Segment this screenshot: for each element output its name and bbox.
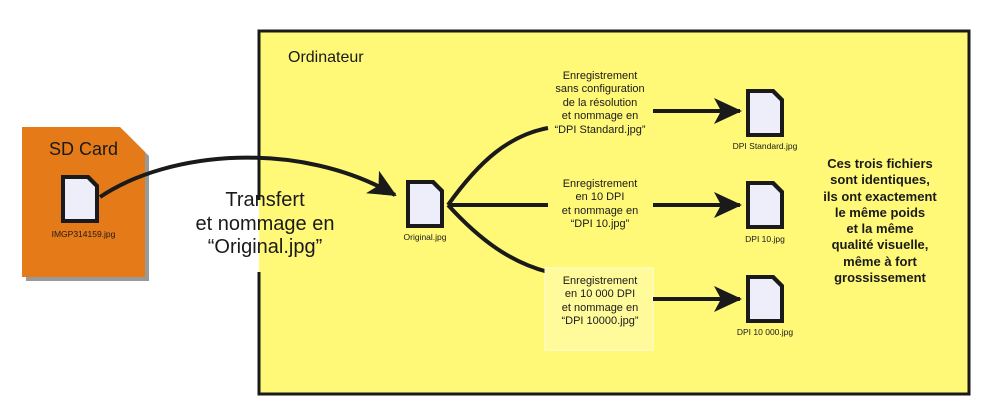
conclusion-line: qualité visuelle,: [831, 237, 929, 253]
label-line: et nommage en: [561, 110, 639, 123]
label-line: sans configuration: [555, 83, 645, 96]
label-line: en 10 DPI: [575, 191, 625, 204]
dpi-standard-file-icon: [746, 89, 784, 137]
label-line: “DPI 10000.jpg”: [561, 315, 639, 328]
conclusion-line: et la même: [846, 221, 914, 236]
transfer-arrow: [98, 155, 397, 199]
branch-3-label-box: [544, 267, 654, 351]
transfer-label: Transfert et nommage en “Original.jpg”: [180, 189, 350, 260]
label-line: Enregistrement: [562, 178, 638, 190]
conclusion-line: sont identiques,: [830, 172, 930, 188]
branch-1-label: Enregistrement sans configuration de la …: [540, 70, 660, 137]
transfer-label-bg-left: [190, 200, 259, 272]
sd-card-label: SD Card: [48, 139, 119, 159]
original-file-name: Original.jpg: [403, 232, 447, 242]
label-line: et nommage en: [561, 301, 639, 314]
dpi-10-file-icon: [746, 181, 784, 229]
label-line: “DPI Standard.jpg”: [554, 123, 646, 136]
branch-3-label: Enregistrement en 10 000 DPI et nommage …: [540, 275, 660, 329]
dpi-10000-file-icon: [746, 275, 784, 323]
label-line: Enregistrement: [562, 275, 638, 287]
label-line: de la résolution: [562, 96, 638, 109]
conclusion-line: le même poids: [834, 204, 926, 220]
label-line: “DPI 10.jpg”: [570, 218, 630, 231]
sd-file-icon: [61, 175, 99, 223]
transfer-label-line: et nommage en: [195, 212, 335, 235]
label-line: Enregistrement: [562, 70, 638, 82]
conclusion-line: grossissement: [834, 269, 926, 285]
conclusion-text: Ces trois fichiers sont identiques, ils …: [815, 156, 945, 286]
sd-file-name: IMGP314159.jpg: [51, 229, 116, 239]
conclusion-line: ils ont exactement: [823, 188, 937, 204]
original-file-icon: [406, 180, 444, 228]
conclusion-line: Ces trois fichiers: [827, 156, 933, 171]
conclusion-line: même à fort: [843, 253, 917, 269]
dpi-standard-file-name: DPI Standard.jpg: [732, 141, 798, 151]
transfer-label-line: “Original.jpg”: [207, 236, 323, 259]
label-line: en 10 000 DPI: [564, 288, 636, 301]
dpi-10000-file-name: DPI 10 000.jpg: [736, 327, 794, 337]
computer-label: Ordinateur: [288, 49, 364, 66]
transfer-label-line: Transfert: [225, 189, 305, 211]
dpi-10-file-name: DPI 10.jpg: [745, 234, 785, 244]
branch-2-label: Enregistrement en 10 DPI et nommage en “…: [540, 178, 660, 232]
branch-line-3: [446, 203, 549, 274]
label-line: et nommage en: [561, 204, 639, 217]
branch-line-1: [446, 126, 549, 207]
